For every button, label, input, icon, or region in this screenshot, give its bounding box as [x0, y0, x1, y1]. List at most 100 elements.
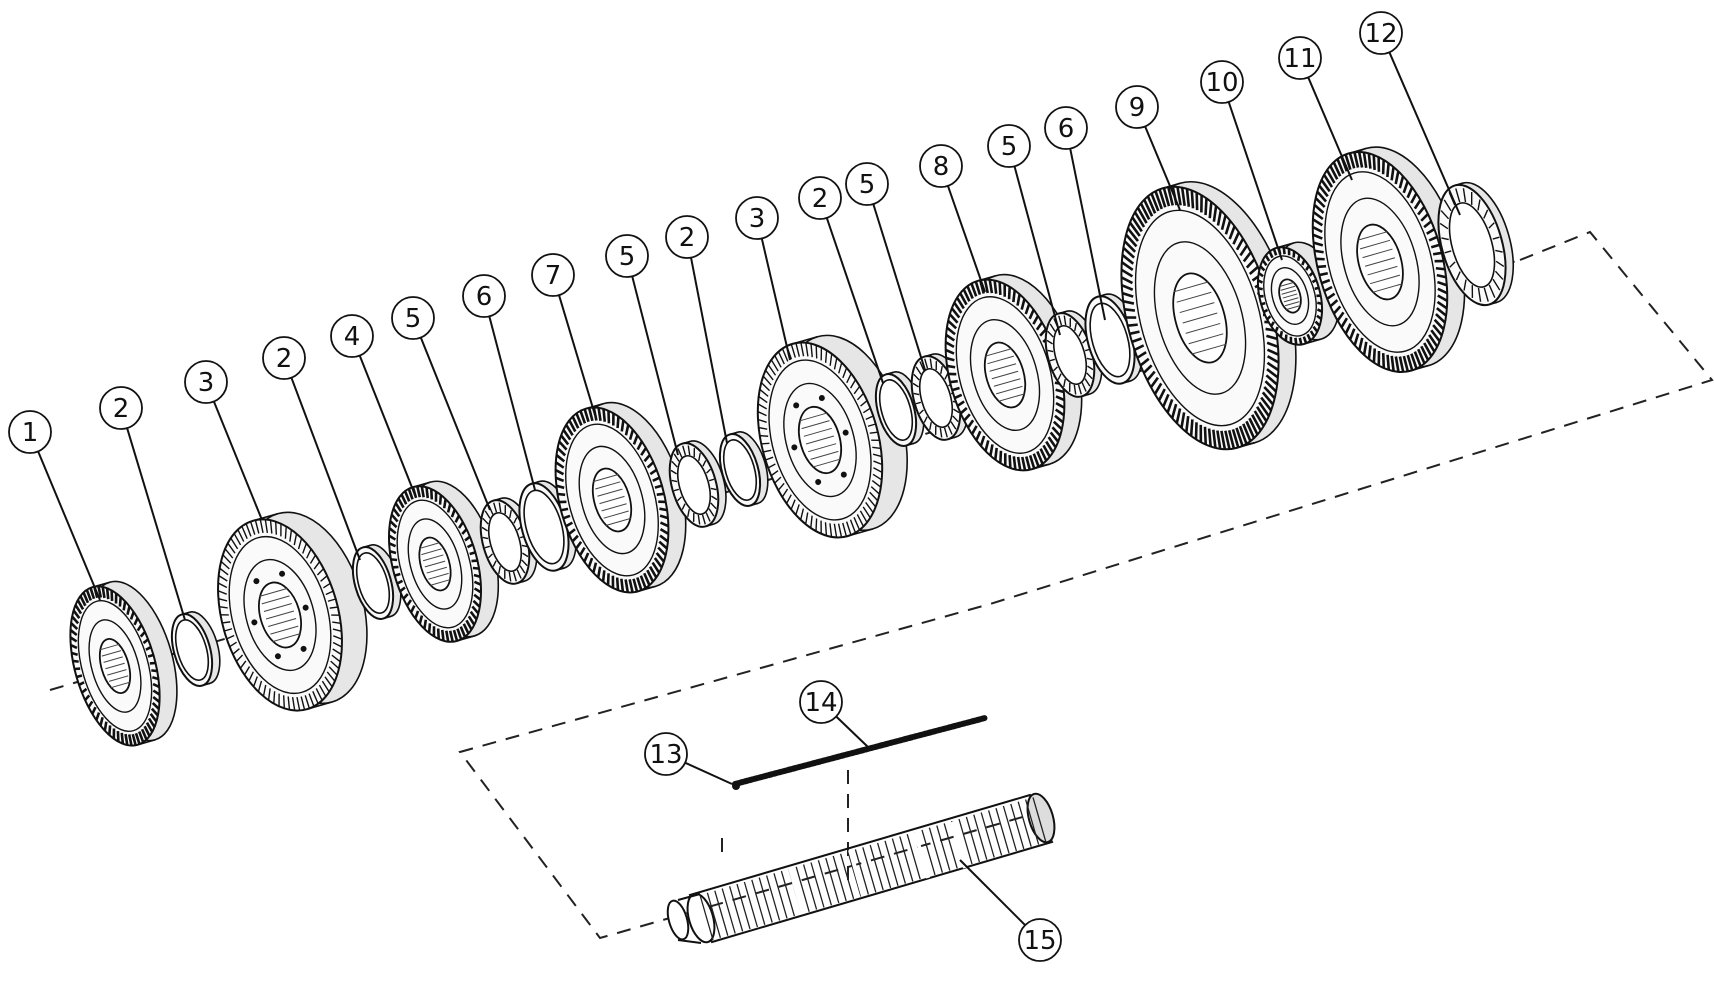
callout-2d-number: 2 [812, 184, 829, 214]
callout-5c-number: 5 [859, 170, 876, 200]
callout-3a-balloon [184, 360, 228, 404]
callout-14-leader [835, 715, 869, 748]
callout-4: 4 [330, 314, 374, 358]
callout-3a-leader [212, 401, 263, 521]
callout-1: 1 [8, 410, 52, 454]
callout-5c-balloon [845, 162, 889, 206]
part-3-synchro-hub-b [756, 334, 908, 539]
callout-5b-number: 5 [619, 242, 636, 272]
callout-5d-leader [1013, 166, 1061, 336]
callout-5d: 5 [987, 124, 1031, 168]
part-10-bearing [1257, 241, 1341, 346]
leader-lines [37, 51, 1461, 926]
callout-2d: 2 [798, 176, 842, 220]
callout-2c-leader [690, 257, 728, 444]
callout-15-leader [959, 859, 1026, 926]
callout-5c-leader [872, 203, 926, 371]
part-6-ring-b [1084, 293, 1144, 385]
callout-12-leader [1388, 51, 1461, 216]
callout-11-balloon [1278, 36, 1322, 80]
callout-10: 10 [1200, 60, 1244, 104]
callout-5a-number: 5 [405, 304, 422, 334]
callout-7-leader [558, 294, 596, 416]
callout-12-balloon [1359, 11, 1403, 55]
callout-5a-leader [419, 337, 491, 511]
part-4-gear [387, 480, 500, 643]
callout-6a-balloon [462, 274, 506, 318]
callout-5c: 5 [845, 162, 889, 206]
callout-13-leader [684, 761, 733, 785]
callout-9-leader [1144, 126, 1181, 211]
callout-14: 14 [799, 680, 843, 724]
callout-6b: 6 [1044, 106, 1088, 150]
callout-5d-number: 5 [1001, 132, 1018, 162]
callout-2c-number: 2 [679, 223, 696, 253]
callout-14-balloon [799, 680, 843, 724]
detent-ball [732, 782, 740, 790]
callout-3a: 3 [184, 360, 228, 404]
callout-2c: 2 [665, 215, 709, 259]
callout-3b: 3 [735, 196, 779, 240]
part-2-snap-ring-c [718, 431, 769, 507]
callout-4-number: 4 [344, 322, 361, 352]
callout-11-leader [1307, 76, 1353, 181]
callout-8: 8 [919, 144, 963, 188]
callout-3b-balloon [735, 196, 779, 240]
callout-1-balloon [8, 410, 52, 454]
part-5-washer-a [479, 497, 538, 585]
callout-7-number: 7 [545, 261, 562, 291]
callout-8-balloon [919, 144, 963, 188]
part-1-gear [69, 580, 178, 747]
callout-2b-balloon [262, 336, 306, 380]
callout-6a-leader [488, 316, 536, 491]
callout-6a-number: 6 [476, 282, 493, 312]
callout-2a-number: 2 [113, 394, 130, 424]
callout-12: 12 [1359, 11, 1403, 55]
callout-2c-balloon [665, 215, 709, 259]
callout-13-number: 13 [649, 740, 682, 770]
callout-8-leader [946, 185, 986, 293]
callout-6b-balloon [1044, 106, 1088, 150]
callout-3a-number: 3 [198, 368, 215, 398]
callout-9-balloon [1115, 85, 1159, 129]
parts-layer [69, 146, 1515, 747]
callout-13: 13 [644, 732, 688, 776]
callout-11: 11 [1278, 36, 1322, 80]
part-6-ring-a [518, 480, 578, 572]
callout-9: 9 [1115, 85, 1159, 129]
callout-7: 7 [531, 253, 575, 297]
part-7-gear [554, 401, 687, 594]
callout-9-number: 9 [1129, 93, 1146, 123]
callout-8-number: 8 [933, 152, 950, 182]
part-3-synchro-hub-a [217, 511, 368, 712]
callout-14-number: 14 [804, 688, 837, 718]
callout-2a: 2 [99, 386, 143, 430]
part-11-gear [1311, 146, 1466, 373]
callout-5b-leader [631, 276, 679, 456]
callout-11-number: 11 [1283, 44, 1316, 74]
part-2-snap-ring-a [170, 611, 221, 687]
callout-2d-balloon [798, 176, 842, 220]
callout-4-leader [358, 355, 416, 496]
callout-7-balloon [531, 253, 575, 297]
callout-5a: 5 [391, 296, 435, 340]
part-12-thrust-washer [1437, 181, 1515, 307]
callout-4-balloon [330, 314, 374, 358]
callout-1-number: 1 [22, 418, 39, 448]
callout-3b-number: 3 [749, 204, 766, 234]
callout-5b: 5 [605, 234, 649, 278]
callout-10-number: 10 [1205, 68, 1238, 98]
callout-2b: 2 [262, 336, 306, 380]
callout-6b-leader [1069, 148, 1106, 321]
callout-3b-leader [760, 238, 791, 361]
callout-2b-leader [290, 377, 361, 561]
callout-15: 15 [1018, 918, 1062, 962]
callout-10-balloon [1200, 60, 1244, 104]
part-8-gear [944, 273, 1083, 472]
callout-10-leader [1227, 101, 1283, 261]
callout-6a: 6 [462, 274, 506, 318]
callout-15-number: 15 [1023, 926, 1056, 956]
callout-15-balloon [1018, 918, 1062, 962]
